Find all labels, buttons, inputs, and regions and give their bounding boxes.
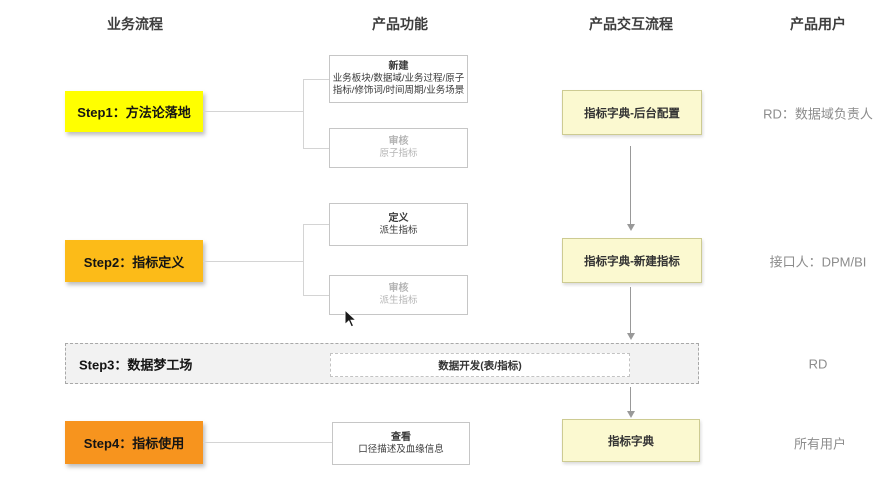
connector-step2-main-line bbox=[203, 261, 303, 262]
arrow-line-step3-to-flow3 bbox=[630, 387, 631, 411]
user-label-all-users: 所有用户 bbox=[793, 436, 847, 452]
step1-label: Step1：方法论落地 bbox=[77, 105, 191, 120]
user-label-rd: RD bbox=[808, 356, 828, 372]
step3-dashed-container: Step3：数据梦工场 数据开发(表/指标) bbox=[65, 343, 699, 384]
connector-step1-stub-create bbox=[303, 79, 329, 80]
user-label-dpm-bi: 接口人：DPM/BI bbox=[769, 254, 867, 270]
feature-title-view: 查看 bbox=[391, 431, 411, 443]
connector-step2-bracket bbox=[303, 224, 304, 295]
connector-step2-stub-audit bbox=[303, 295, 329, 296]
flow-label-backend-config: 指标字典-后台配置 bbox=[584, 107, 680, 120]
feature-box-audit-derived: 审核 派生指标 bbox=[329, 275, 468, 315]
user-label-rd-data-domain: RD：数据域负责人 bbox=[763, 106, 873, 122]
connector-step1-stub-audit bbox=[303, 148, 329, 149]
feature-title-audit-atomic: 审核 bbox=[388, 136, 409, 147]
step1-box: Step1：方法论落地 bbox=[65, 91, 203, 132]
step2-box: Step2：指标定义 bbox=[65, 240, 203, 282]
arrow-line-flow2-to-step3 bbox=[630, 287, 631, 333]
column-header-product-features: 产品功能 bbox=[372, 16, 428, 32]
arrow-down-icon bbox=[627, 333, 635, 340]
flow-box-new-metric: 指标字典-新建指标 bbox=[562, 238, 702, 283]
feature-box-view-caliber: 查看 口径描述及血缘信息 bbox=[332, 422, 470, 465]
feature-title-create: 新建 bbox=[388, 61, 409, 72]
connector-step1-main-line bbox=[203, 111, 303, 112]
feature-label-data-development: 数据开发(表/指标) bbox=[438, 359, 522, 372]
flow-label-new-metric: 指标字典-新建指标 bbox=[584, 255, 680, 268]
connector-step2-stub-define bbox=[303, 224, 329, 225]
connector-step1-bracket bbox=[303, 79, 304, 149]
flow-label-metric-dictionary: 指标字典 bbox=[608, 435, 654, 448]
feature-subtitle-view: 口径描述及血缘信息 bbox=[358, 443, 444, 455]
feature-box-define-derived: 定义 派生指标 bbox=[329, 203, 468, 246]
step4-label: Step4：指标使用 bbox=[83, 436, 185, 451]
flow-box-backend-config: 指标字典-后台配置 bbox=[562, 90, 702, 135]
arrow-down-icon bbox=[627, 411, 635, 418]
feature-subtitle-audit-atomic: 原子指标 bbox=[379, 148, 418, 159]
step3-label: Step3：数据梦工场 bbox=[79, 357, 193, 372]
column-header-product-users: 产品用户 bbox=[790, 16, 846, 32]
column-header-business-process: 业务流程 bbox=[107, 16, 163, 32]
step4-box: Step4：指标使用 bbox=[65, 421, 203, 464]
feature-box-data-development: 数据开发(表/指标) bbox=[330, 353, 630, 377]
feature-box-create: 新建 业务板块/数据域/业务过程/原子指标/修饰词/时间周期/业务场景 bbox=[329, 55, 468, 103]
arrow-line-flow1-to-flow2 bbox=[630, 146, 631, 224]
feature-subtitle-audit-derived: 派生指标 bbox=[379, 295, 418, 306]
feature-box-audit-atomic: 审核 原子指标 bbox=[329, 128, 468, 168]
mouse-cursor-icon bbox=[344, 309, 358, 328]
arrow-down-icon bbox=[627, 224, 635, 231]
feature-title-audit-derived: 审核 bbox=[388, 283, 409, 294]
feature-title-define-derived: 定义 bbox=[388, 212, 409, 224]
connector-step4-main-line bbox=[203, 442, 332, 443]
feature-subtitle-define-derived: 派生指标 bbox=[379, 224, 418, 236]
feature-subtitle-create: 业务板块/数据域/业务过程/原子指标/修饰词/时间周期/业务场景 bbox=[332, 73, 465, 96]
flow-box-metric-dictionary: 指标字典 bbox=[562, 419, 700, 462]
step2-label: Step2：指标定义 bbox=[83, 254, 185, 270]
column-header-product-interaction-flow: 产品交互流程 bbox=[589, 16, 673, 32]
